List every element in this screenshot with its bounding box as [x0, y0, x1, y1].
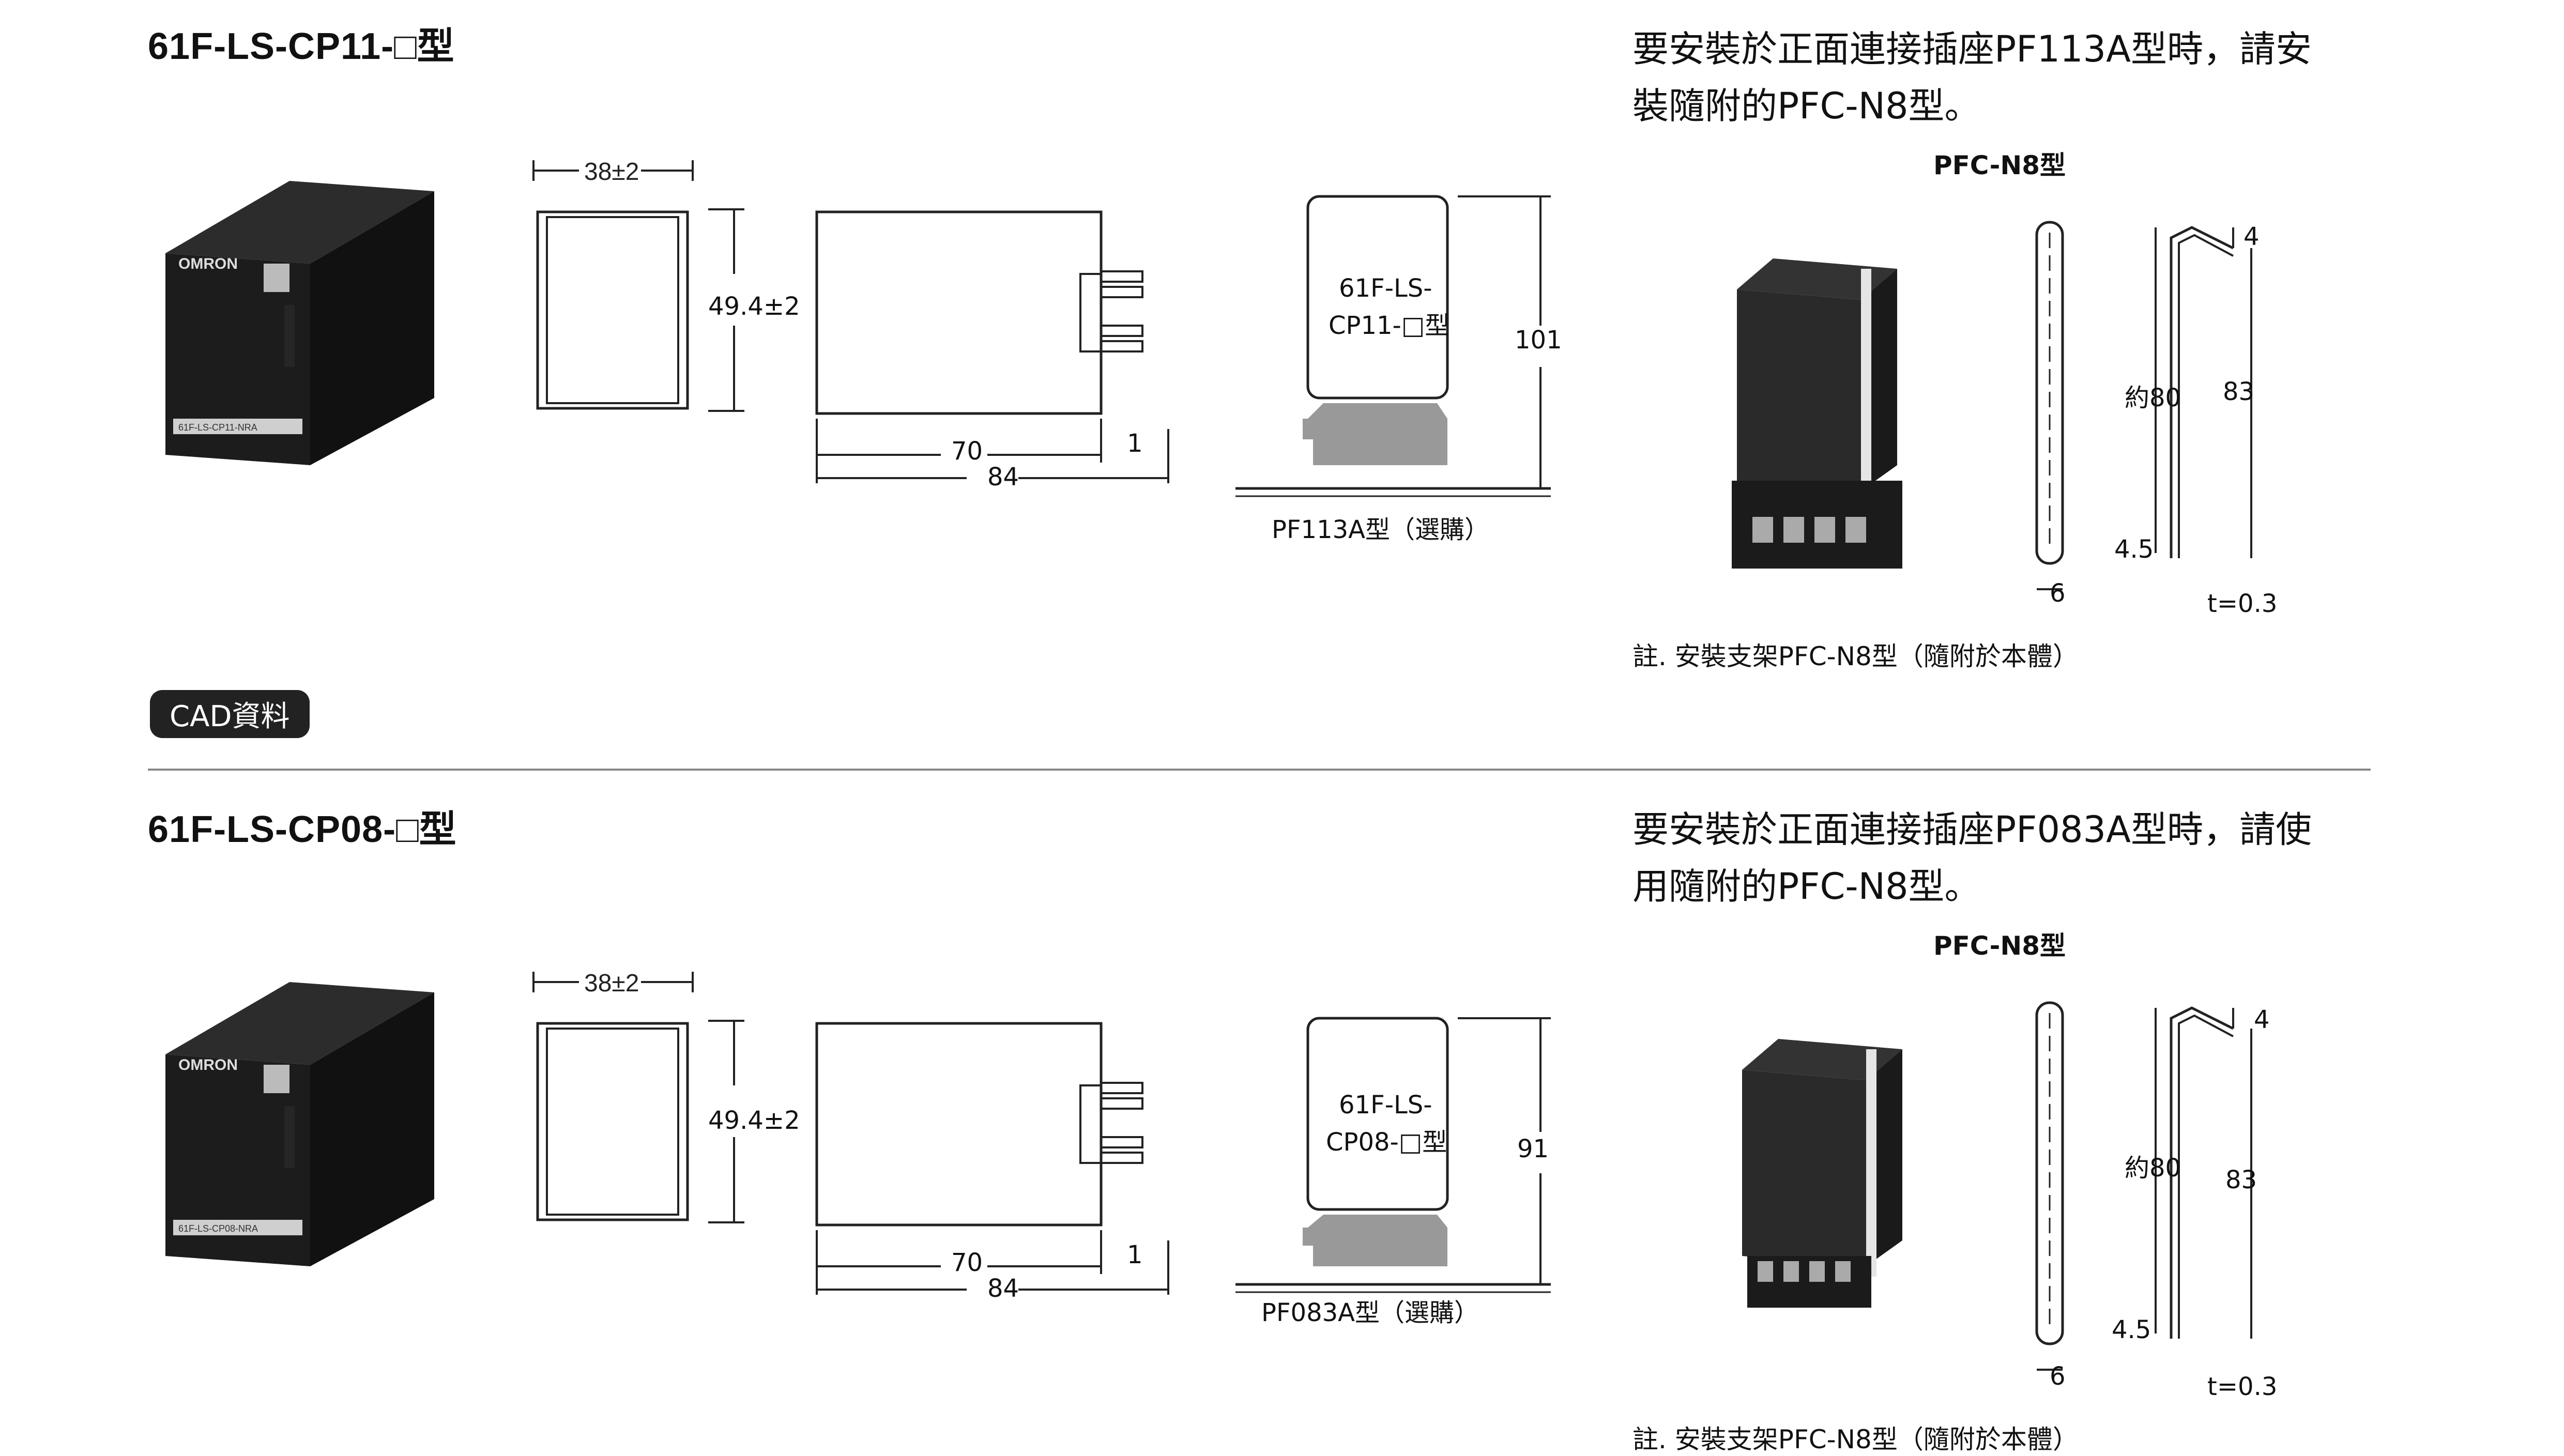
- section1-mounted-height-label: 101: [1515, 326, 1562, 355]
- section1-product-label: 61F-LS-CP11-NRA: [178, 422, 257, 433]
- section2-bracket-thickness: t=0.3: [2207, 1372, 2278, 1401]
- section1-depth-body-label: 70: [951, 437, 983, 466]
- section2-socket-label: PF083A型（選購）: [1261, 1298, 1479, 1327]
- section-divider: [148, 769, 2371, 771]
- section1-note: 要安裝於正面連接插座PF113A型時，請安 裝隨附的PFC-N8型。: [1632, 21, 2312, 134]
- section1-depth-total-label: 84: [987, 463, 1019, 492]
- section1-title: 61F-LS-CP11-□型: [148, 26, 455, 67]
- section1-mounted-view: [1235, 195, 1551, 497]
- section1-footnote: 註. 安裝支架PFC-N8型（隨附於本體）: [1632, 641, 2079, 671]
- section1-bracket-bottom: 4.5: [2114, 535, 2154, 564]
- section1-bracket-top: 4: [2244, 222, 2260, 251]
- section2-pfc-title: PFC-N8型: [1933, 931, 2066, 961]
- section1-side-view: [815, 210, 1169, 483]
- section2-depth-total-label: 84: [987, 1274, 1019, 1303]
- section1-bracket-thickness: t=0.3: [2207, 589, 2278, 618]
- section2-title: 61F-LS-CP08-□型: [148, 809, 457, 850]
- section1-bracket-width: 6: [2050, 579, 2066, 608]
- section1-bracket-height: 83: [2223, 377, 2255, 406]
- section2-unit-label1: 61F-LS-: [1339, 1091, 1432, 1120]
- section2-unit-label2: CP08-□型: [1326, 1128, 1447, 1157]
- section1-pfc-photo: [1732, 258, 1902, 569]
- section2-note-line2: 用隨附的PFC-N8型。: [1632, 865, 1981, 908]
- section1-note-line1: 要安裝於正面連接插座PF113A型時，請安: [1632, 28, 2312, 70]
- section2-bracket-bottom: 4.5: [2112, 1315, 2151, 1344]
- section2-height-label: 49.4±2: [708, 1106, 800, 1135]
- section1-socket-label: PF113A型（選購）: [1272, 515, 1490, 544]
- section1-width-label: 38±2: [584, 158, 639, 186]
- section2-bracket-top: 4: [2254, 1005, 2270, 1034]
- section1-bracket-approx: 約80: [2125, 384, 2181, 412]
- section1-note-line2: 裝隨附的PFC-N8型。: [1632, 85, 1981, 127]
- section1-front-view: 38±2: [532, 158, 744, 412]
- section2-bracket-approx: 約80: [2125, 1154, 2181, 1183]
- section2-mounted-view: [1235, 1017, 1551, 1293]
- section2-bracket-width: 6: [2050, 1362, 2066, 1391]
- section2-pin-label: 1: [1127, 1240, 1143, 1269]
- section1-bracket-drawing: [2035, 221, 2252, 590]
- section2-bracket-height: 83: [2225, 1166, 2257, 1194]
- section2-depth-body-label: 70: [951, 1248, 983, 1277]
- section1-product-photo: OMRON 61F-LS-CP11-NRA: [165, 181, 434, 465]
- section2-brand-logo: OMRON: [178, 1056, 238, 1074]
- section2-footnote: 註. 安裝支架PFC-N8型（隨附於本體）: [1632, 1424, 2079, 1454]
- section1-pin-label: 1: [1127, 429, 1143, 458]
- section2-product-label: 61F-LS-CP08-NRA: [178, 1223, 258, 1234]
- section2-note-line1: 要安裝於正面連接插座PF083A型時，請使: [1632, 808, 2312, 851]
- section1-unit-label1: 61F-LS-: [1339, 274, 1432, 303]
- section1-brand-logo: OMRON: [178, 255, 238, 272]
- section1-pfc-title: PFC-N8型: [1933, 150, 2066, 180]
- section2-front-view: 38±2: [532, 970, 744, 1223]
- section1-unit-label2: CP11-□型: [1329, 311, 1450, 340]
- section2-mounted-height-label: 91: [1517, 1135, 1549, 1163]
- section2-pfc-photo: [1742, 1039, 1902, 1308]
- section2-note: 要安裝於正面連接插座PF083A型時，請使 用隨附的PFC-N8型。: [1632, 801, 2312, 915]
- section2-side-view: [815, 1022, 1169, 1295]
- section2-bracket-drawing: [2035, 1001, 2252, 1371]
- cad-data-button[interactable]: CAD資料: [150, 690, 310, 738]
- section1-height-label: 49.4±2: [708, 292, 800, 321]
- section2-product-photo: OMRON 61F-LS-CP08-NRA: [165, 982, 434, 1266]
- section2-width-label: 38±2: [584, 970, 639, 997]
